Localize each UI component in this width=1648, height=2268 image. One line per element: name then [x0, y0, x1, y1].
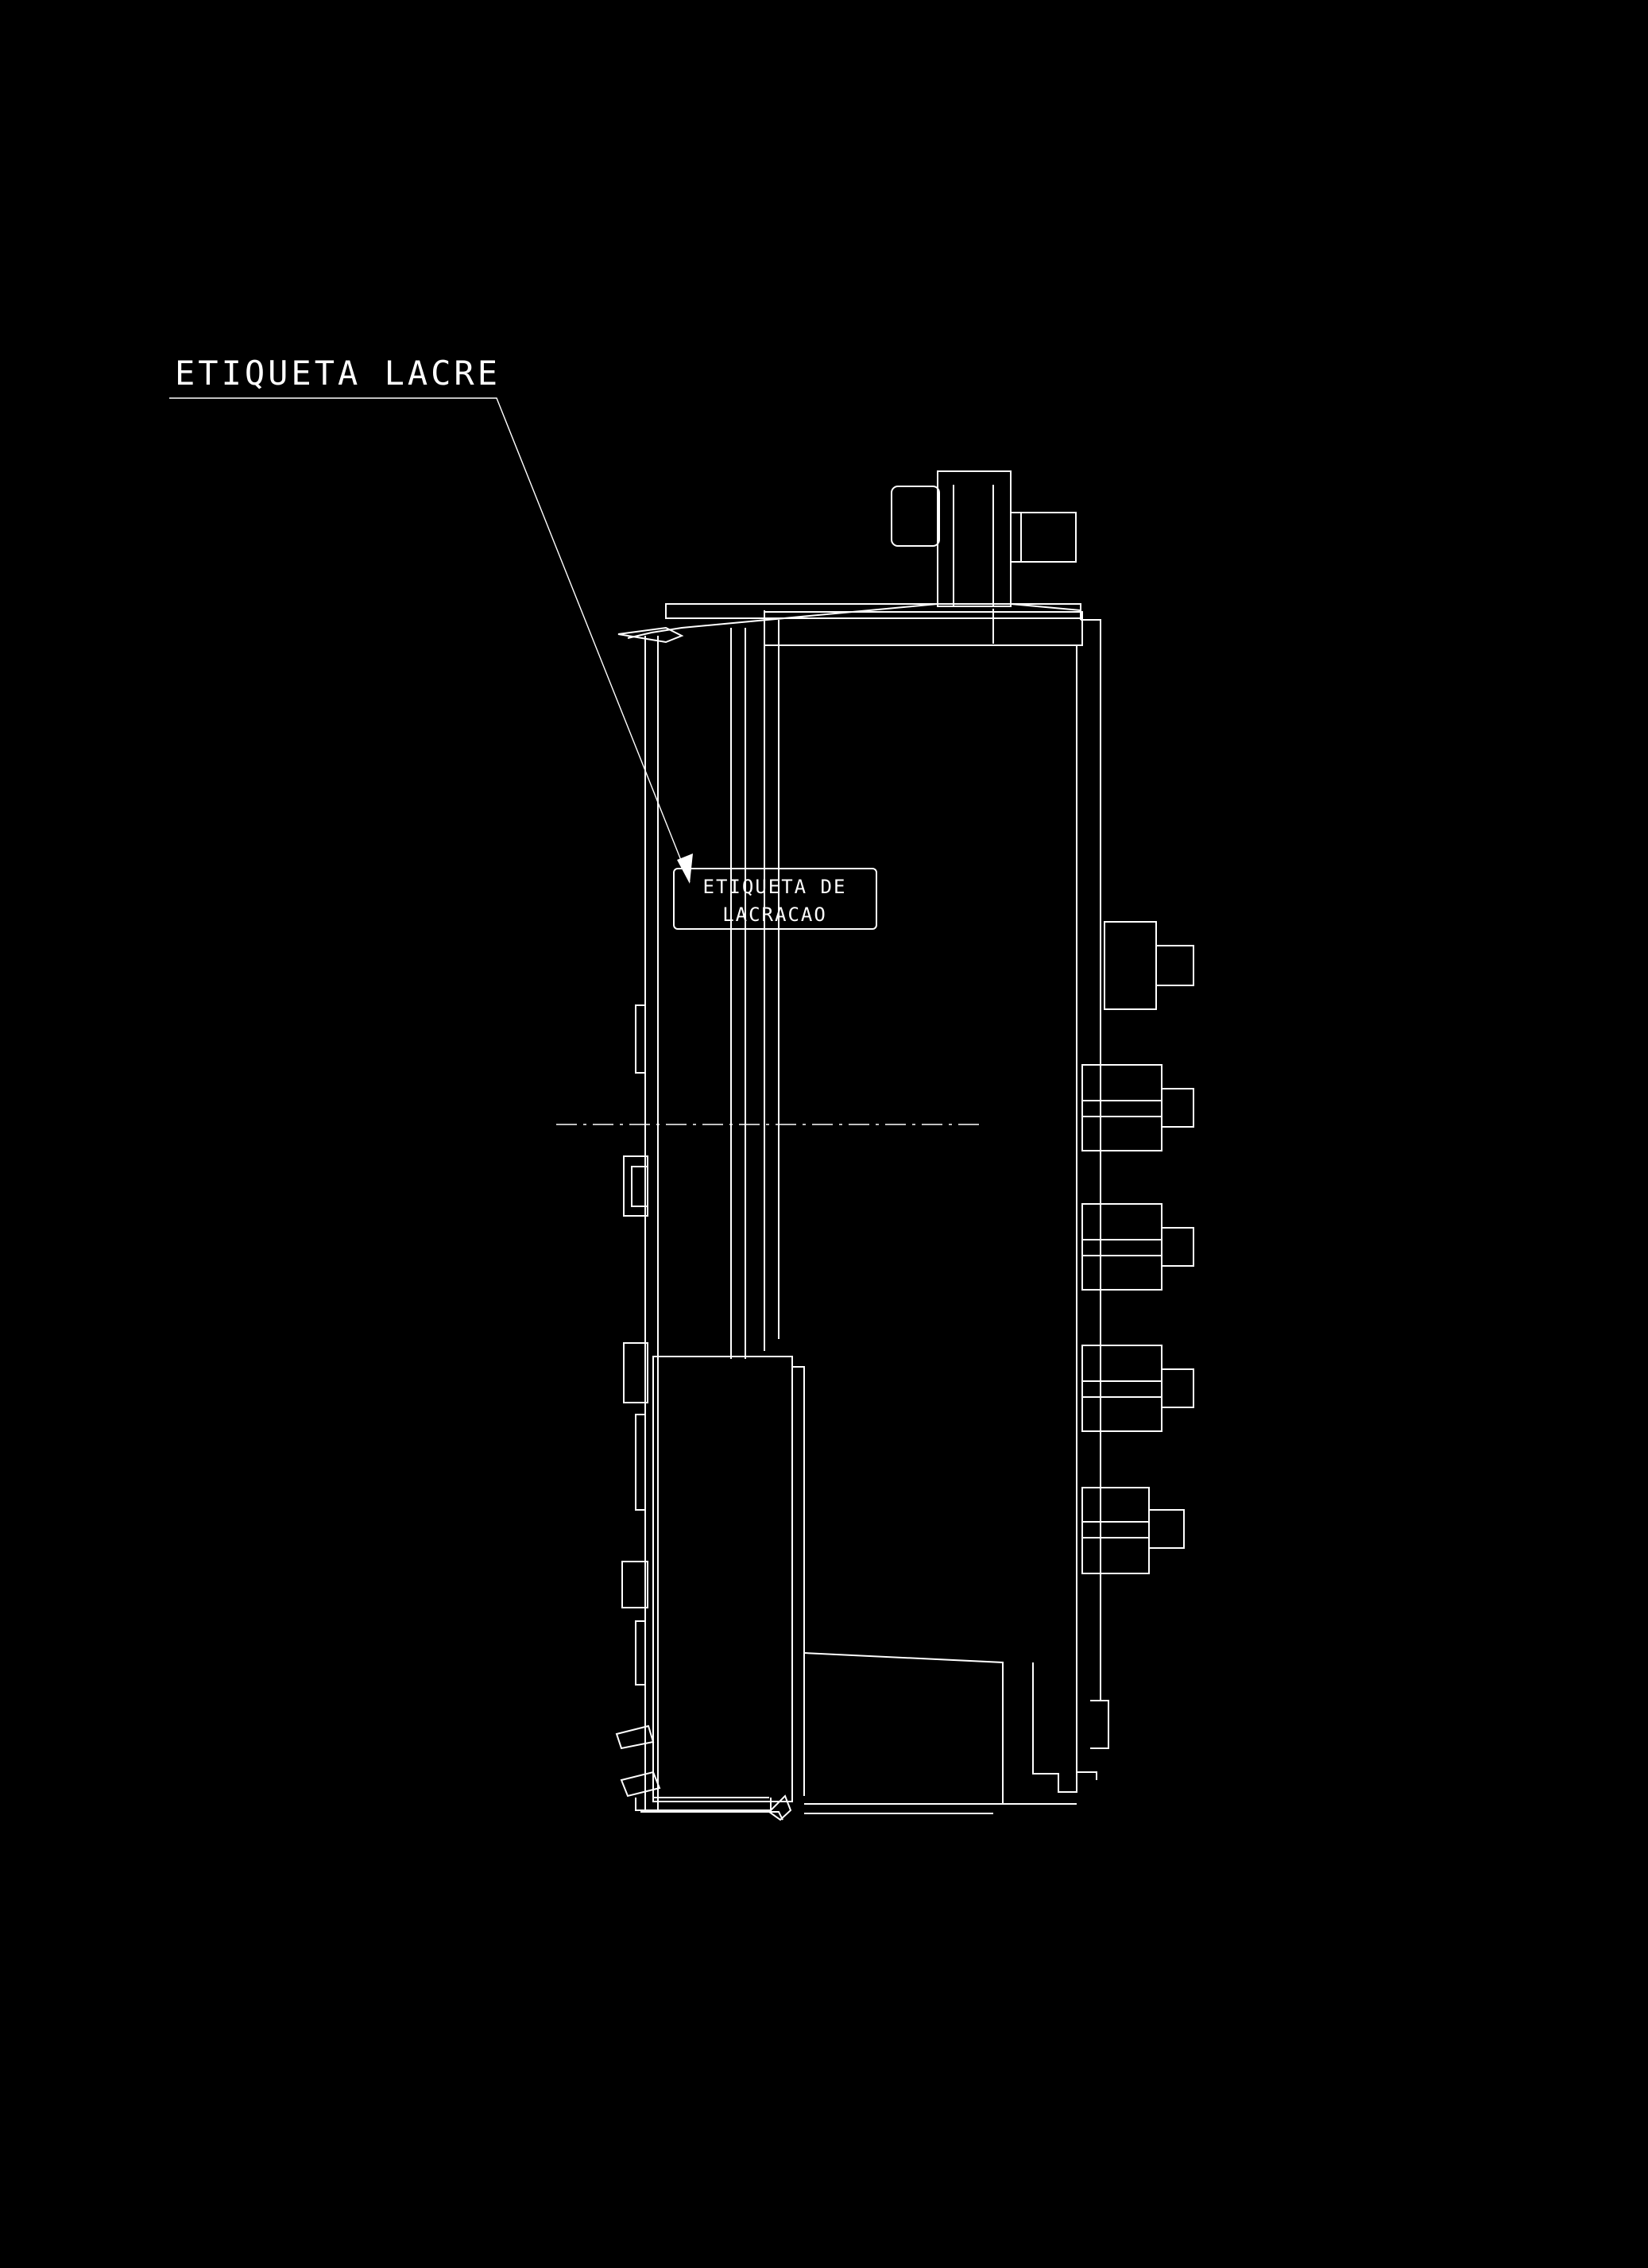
seal-label: ETIQUETA DE LACRACAO — [673, 868, 877, 930]
callout-etiqueta-lacre: ETIQUETA LACRE — [169, 354, 693, 884]
top-bracket — [891, 470, 1077, 607]
right-connectors — [1081, 921, 1194, 1574]
callout-label: ETIQUETA LACRE — [175, 354, 501, 393]
seal-label-line2: LACRACAO — [722, 904, 827, 926]
bottom-feet — [615, 1724, 792, 1821]
callout-leader-line — [169, 397, 691, 883]
seal-label-line1: ETIQUETA DE — [703, 876, 847, 898]
top-rail — [617, 603, 1081, 644]
seal-label-frame — [673, 868, 877, 930]
left-clips — [621, 1004, 648, 1686]
lower-inner-box — [652, 1356, 1077, 1814]
housing-body — [644, 610, 1109, 1812]
